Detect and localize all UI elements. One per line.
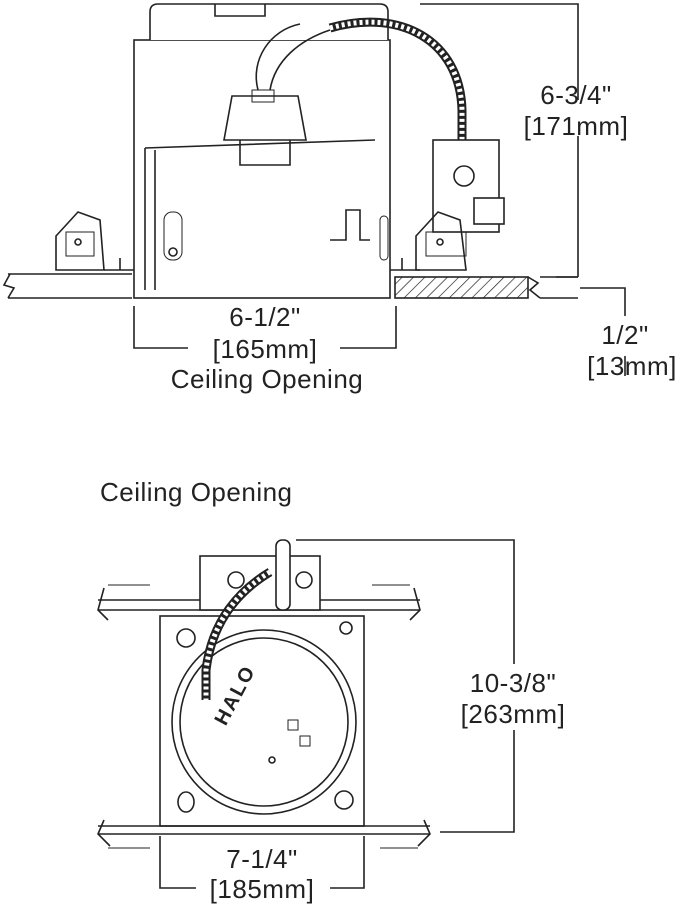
opening-width-dimension: 6-1/2" xyxy=(229,302,301,332)
housing-length-dimension-mm: [263mm] xyxy=(460,699,566,729)
side-dimension-lines xyxy=(133,3,626,376)
side-height-dimension-mm: [171mm] xyxy=(523,111,629,141)
housing-width-dimension-mm: [185mm] xyxy=(209,874,315,904)
opening-caption: Ceiling Opening xyxy=(170,364,364,394)
side-height-dimension: 6-3/4" xyxy=(540,80,612,110)
plan-view-housing xyxy=(97,539,431,849)
opening-width-dimension-mm: [165mm] xyxy=(212,334,318,364)
plan-view-title: Ceiling Opening xyxy=(100,477,293,507)
ceiling-thickness-dimension-mm: [13mm] xyxy=(587,351,677,381)
side-view-housing xyxy=(2,3,578,299)
housing-length-dimension: 10-3/8" xyxy=(469,668,557,698)
ceiling-thickness-dimension: 1/2" xyxy=(601,320,649,350)
housing-width-dimension: 7-1/4" xyxy=(226,844,298,874)
plan-dimension-lines xyxy=(159,539,515,889)
